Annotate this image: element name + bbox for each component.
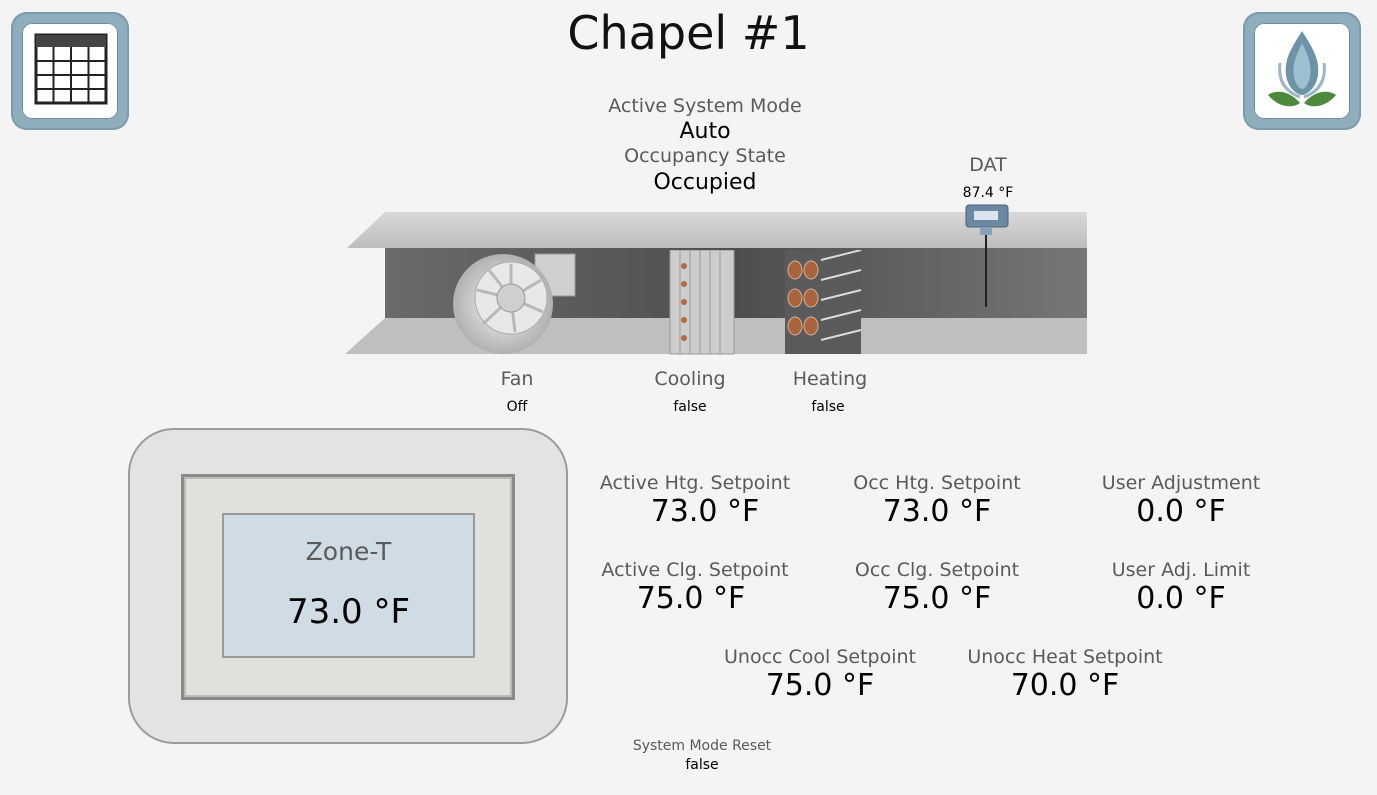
- unocc-cool-setpoint-label: Unocc Cool Setpoint: [724, 646, 916, 668]
- heating-label: Heating: [792, 368, 868, 390]
- unocc-heat-setpoint-value[interactable]: 70.0 °F: [1010, 668, 1120, 703]
- cooling-label: Cooling: [654, 368, 726, 390]
- dat-label: DAT: [969, 154, 1007, 176]
- user-adj-limit-label: User Adj. Limit: [1111, 559, 1251, 581]
- fan-status: Off: [506, 399, 528, 415]
- zone-temp-value: 73.0 °F: [286, 592, 411, 632]
- active-clg-setpoint-value[interactable]: 75.0 °F: [636, 581, 746, 616]
- thermostat-screen: [222, 513, 475, 658]
- page-title: Chapel #1: [567, 6, 810, 60]
- user-adjustment-value[interactable]: 0.0 °F: [1136, 494, 1226, 529]
- heating-coil-icon: [785, 250, 862, 354]
- cooling-coil-icon: [669, 250, 735, 355]
- unocc-heat-setpoint-label: Unocc Heat Setpoint: [967, 646, 1163, 668]
- heating-status: false: [811, 399, 845, 415]
- cooling-status: false: [673, 399, 707, 415]
- active-htg-setpoint-label: Active Htg. Setpoint: [599, 472, 791, 494]
- fan-label: Fan: [500, 368, 534, 390]
- system-mode-label: Active System Mode: [608, 95, 802, 117]
- occ-clg-setpoint-label: Occ Clg. Setpoint: [854, 559, 1020, 581]
- schedule-button[interactable]: [11, 12, 129, 130]
- calendar-grid-icon: [34, 33, 108, 105]
- occ-htg-setpoint-label: Occ Htg. Setpoint: [853, 472, 1021, 494]
- user-adjustment-label: User Adjustment: [1101, 472, 1261, 494]
- home-button[interactable]: [1243, 12, 1361, 130]
- active-clg-setpoint-label: Active Clg. Setpoint: [601, 559, 789, 581]
- dat-value: 87.4 °F: [962, 185, 1014, 201]
- unocc-cool-setpoint-value[interactable]: 75.0 °F: [765, 668, 875, 703]
- occ-clg-setpoint-value[interactable]: 75.0 °F: [882, 581, 992, 616]
- system-mode-reset-value[interactable]: false: [685, 757, 719, 773]
- user-adj-limit-value[interactable]: 0.0 °F: [1136, 581, 1226, 616]
- occupancy-state-label: Occupancy State: [624, 145, 786, 167]
- system-mode-reset-label: System Mode Reset: [632, 738, 772, 754]
- fan-icon: [453, 253, 576, 354]
- active-htg-setpoint-value[interactable]: 73.0 °F: [650, 494, 760, 529]
- temperature-sensor-icon: [965, 204, 1009, 307]
- occ-htg-setpoint-value[interactable]: 73.0 °F: [882, 494, 992, 529]
- flame-leaf-logo-icon: [1268, 31, 1336, 107]
- occupancy-state-value: Occupied: [653, 170, 757, 195]
- zone-temp-label: Zone-T: [305, 537, 392, 566]
- system-mode-value: Auto: [679, 119, 731, 144]
